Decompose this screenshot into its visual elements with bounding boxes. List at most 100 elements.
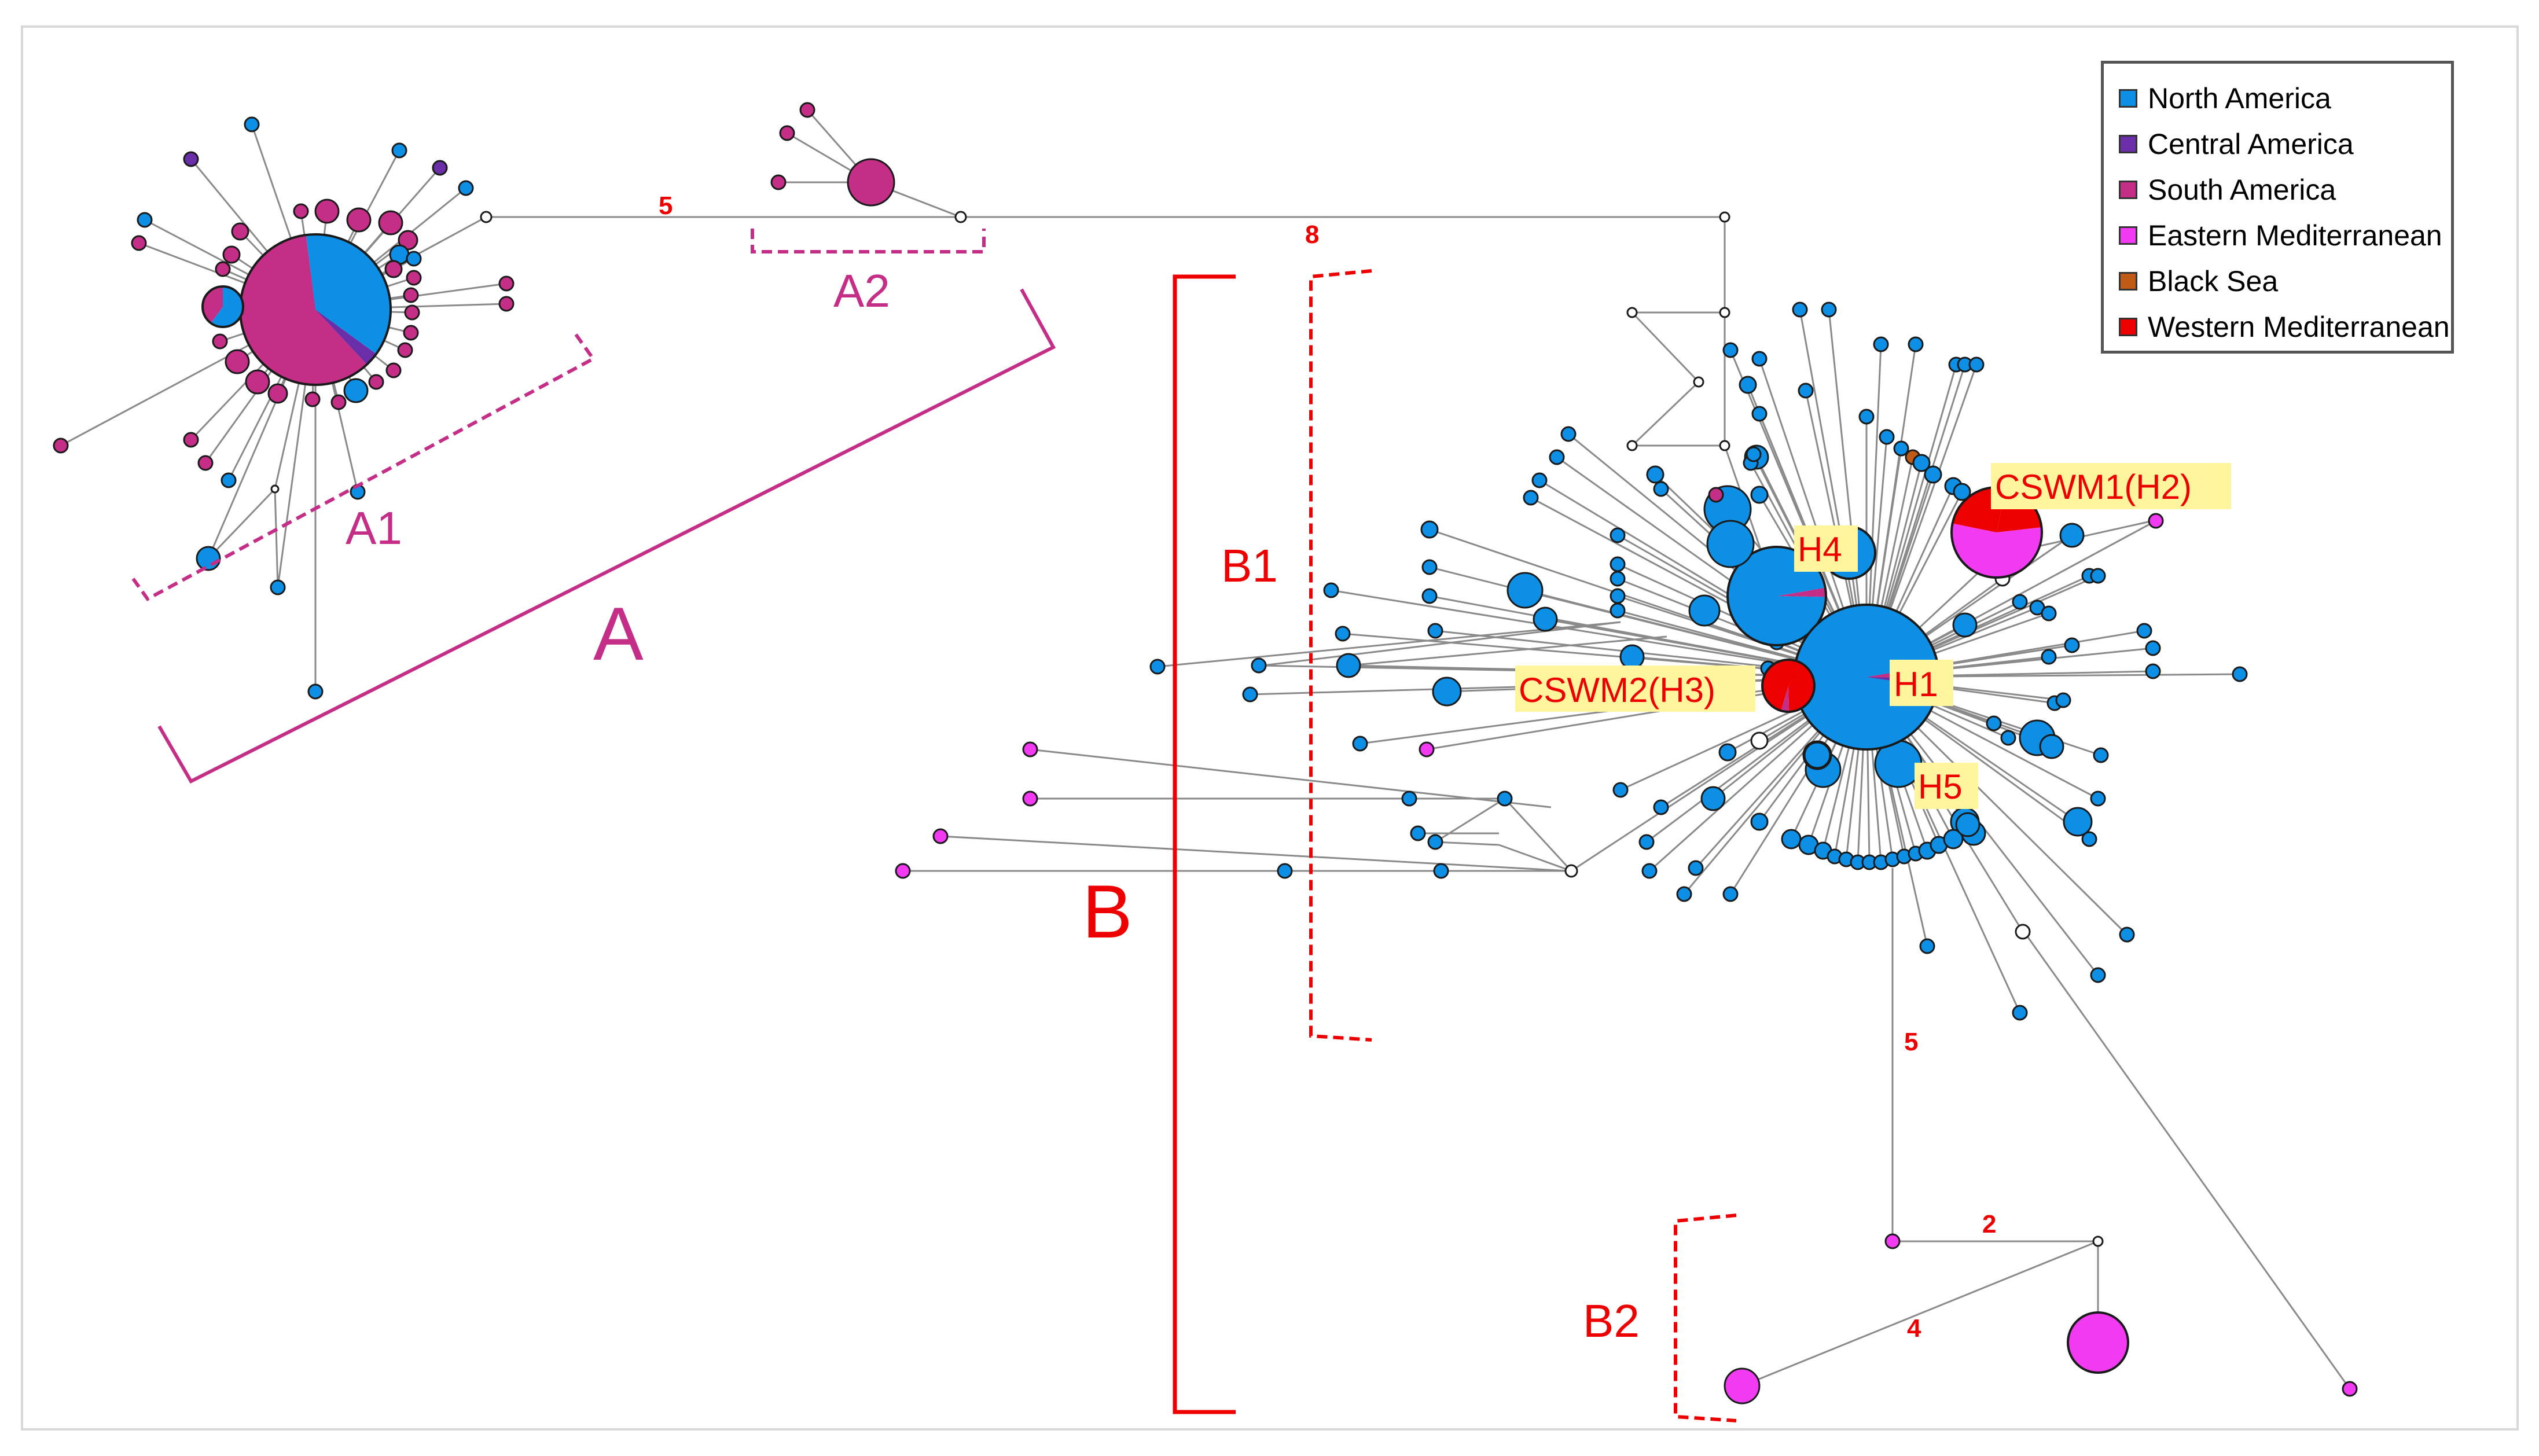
network-edge [2019,925,2351,1389]
haplotype-node [245,369,270,395]
haplotype-node [2064,637,2080,653]
haplotype-node [1908,336,1924,352]
haplotype-node [403,287,419,303]
haplotype-node [384,260,403,278]
network-edge [207,488,276,560]
haplotype-node [2012,594,2028,610]
haplotype-node [1022,741,1038,758]
haplotype-node [330,394,347,410]
legend-item-central-america: Central America [2119,121,2451,167]
haplotype-node [406,251,422,267]
legend-label: Black Sea [2148,264,2279,297]
haplotype-node [1610,556,1626,572]
haplotype-node [1410,825,1426,841]
haplotype-node [1022,790,1038,807]
clade-label-b2: B2 [1583,1295,1640,1347]
clade-label-a1: A1 [346,502,402,554]
haplotype-node [1879,429,1895,445]
network-edge [274,488,279,588]
haplotype-node [212,333,228,350]
pie-outline [1726,546,1827,646]
haplotype-node [1242,686,1258,703]
haplotype-node [183,432,199,448]
network-edges [60,109,2351,1389]
haplotype-node [222,245,241,264]
haplotype-node [1821,302,1837,318]
pie-slice [306,234,391,354]
haplotype-node [196,546,221,571]
haplotype-node [270,579,286,595]
haplotype-node [1781,829,1802,850]
haplotype-node [1700,786,1726,811]
haplotype-node [1953,483,1971,501]
pie-slice [1777,587,1826,597]
median-vector-node [480,211,493,223]
legend-swatch [2119,317,2137,336]
bracket-a [157,288,1056,784]
haplotype-node [458,180,474,196]
bracket-a1 [131,333,596,601]
haplotype-node [1688,594,1721,627]
median-vector-node [2092,1236,2104,1247]
mutation-count-b2-stem: 5 [1904,1028,1918,1056]
pie-slice [211,286,244,327]
haplotype-node [2041,649,2057,665]
haplotype-node [343,378,369,403]
haplotype-node [1610,527,1626,543]
haplotype-node [1251,657,1267,674]
haplotype-node [1421,588,1438,604]
haplotype-node [1335,626,1351,642]
haplotype-node [2000,730,2016,746]
median-vector-node [954,211,967,223]
mutation-count-b2-branch: 2 [1982,1210,1996,1238]
haplotype-node [2093,747,2109,763]
haplotype-node [225,349,250,374]
haplotype-node [197,455,214,471]
haplotype-node [932,828,949,844]
haplotype-label-h4: H4 [1798,530,1842,569]
haplotype-node [1560,426,1577,442]
haplotype-node [1420,520,1439,539]
median-vector-node [1750,731,1769,750]
haplotype-node [406,270,422,286]
clade-label-b1: B1 [1221,540,1278,591]
legend-swatch [2119,134,2137,153]
haplotype-node [1708,487,1724,503]
haplotype-node [1919,938,1935,954]
clade-labels: A1 A2 A B1 B B2 [346,265,1640,1347]
pie-slice [1781,686,1790,712]
clade-label-a2: A2 [833,265,890,317]
pie-slice [1794,605,1938,750]
haplotype-node [1549,449,1565,465]
haplotype-node [1336,653,1361,678]
legend-swatch [2119,89,2137,108]
median-vector-node [1564,864,1578,878]
highlight-h4 [1794,525,1858,572]
highlight-cswm1 [1991,463,2231,509]
haplotype-node [1924,465,1942,484]
haplotype-node [1943,829,1964,850]
haplotype-node [1955,812,1981,837]
legend-item-western-mediterranean: Western Mediterranean [2119,304,2451,350]
legend-label: South America [2148,173,2336,206]
haplotype-node [498,275,515,292]
haplotype-node [1952,612,1978,638]
median-vector-node [1719,440,1730,451]
haplotype-node [1610,602,1626,619]
haplotype-node [1798,383,1814,399]
haplotype-node [1722,886,1739,902]
clade-label-b: B [1082,869,1133,954]
pie-slice [1762,659,1803,711]
haplotype-node [2055,692,2071,708]
haplotype-node [1803,741,1831,769]
haplotype-node [368,374,384,390]
legend-item-north-america: North America [2119,75,2451,121]
haplotype-labels: CSWM1(H2) H4 CSWM2(H3) H1 H5 [1515,463,2231,809]
haplotype-node [1739,376,1757,394]
legend-label: Western Mediterranean [2148,310,2450,343]
haplotype-node [1427,623,1443,639]
legend-label: North America [2148,82,2331,115]
network-edge [1504,797,1572,872]
legend-item-black-sea: Black Sea [2119,258,2451,304]
